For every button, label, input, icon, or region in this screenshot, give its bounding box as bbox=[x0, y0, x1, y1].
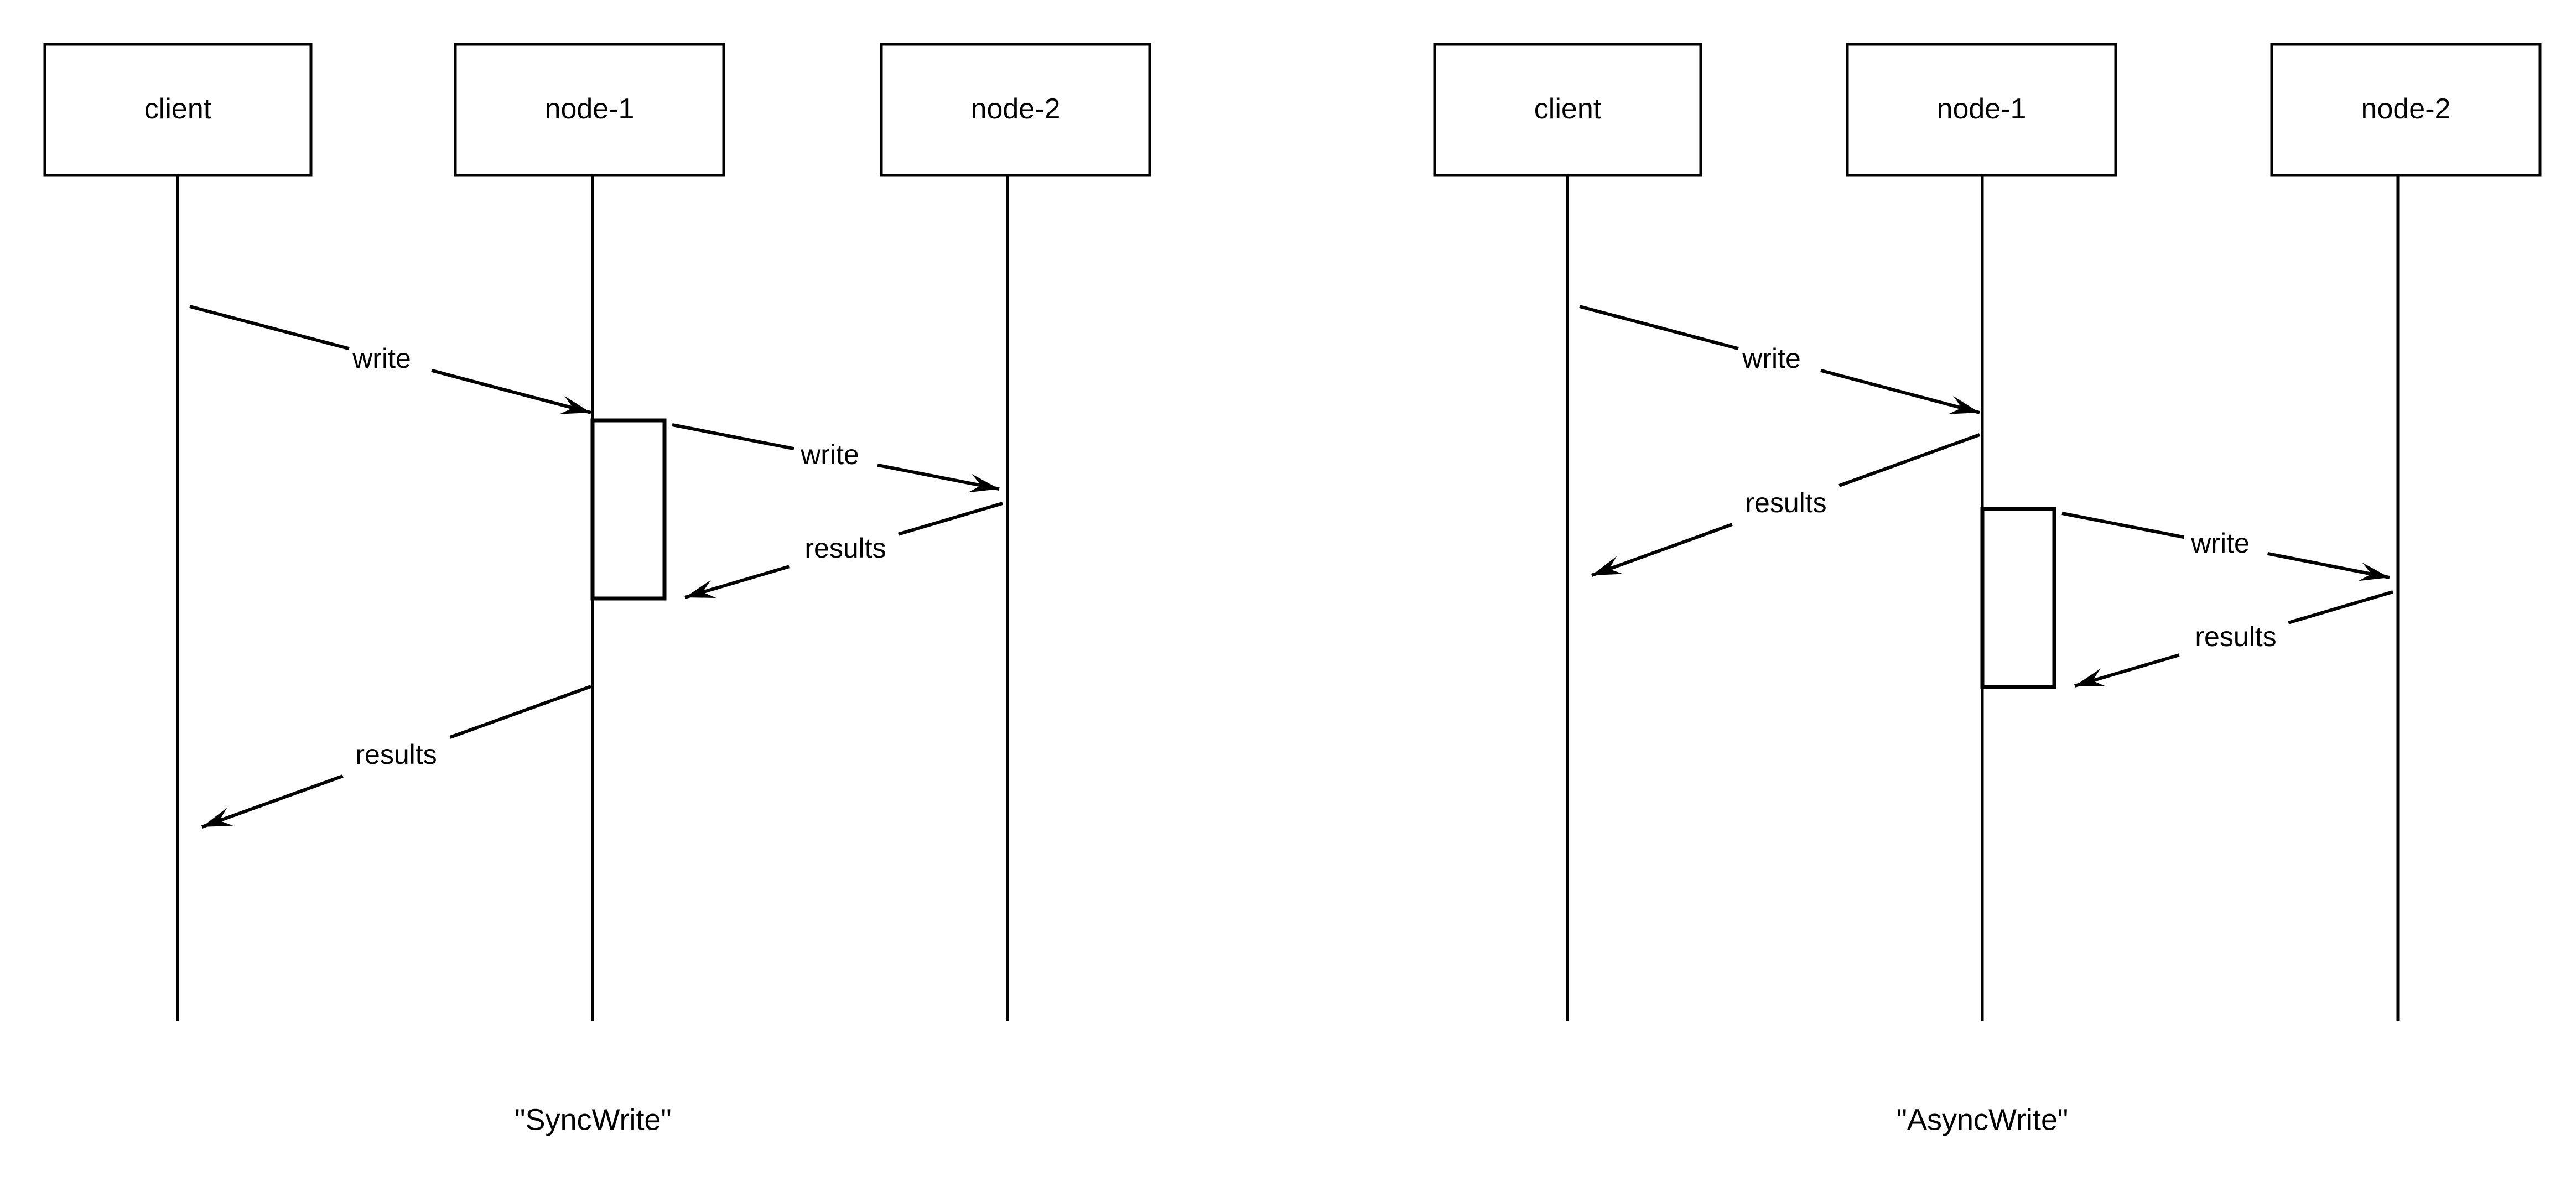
message-label-write-1: write bbox=[800, 439, 859, 470]
message-write-2-async-write[interactable]: write bbox=[2061, 512, 2390, 581]
actor-label-node-2: node-2 bbox=[971, 93, 1061, 125]
message-line-0-b bbox=[431, 368, 591, 414]
message-label-results-2: results bbox=[804, 533, 886, 564]
message-arrowhead-0 bbox=[559, 395, 591, 414]
message-arrowhead-3 bbox=[202, 808, 233, 827]
actor-node-1-sync-write[interactable]: node-1 bbox=[454, 43, 725, 1021]
actor-box-node-1[interactable] bbox=[1846, 43, 2117, 177]
message-line-1-a bbox=[1838, 433, 1981, 487]
message-arrowhead-3 bbox=[2075, 668, 2106, 686]
message-results-3-async-write[interactable]: results bbox=[2074, 590, 2393, 688]
message-label-results-3: results bbox=[355, 739, 437, 770]
actor-box-client[interactable] bbox=[1433, 43, 1702, 177]
message-arrowhead-0 bbox=[1948, 395, 1980, 414]
actor-client-async-write[interactable]: client bbox=[1433, 43, 1702, 1021]
actor-label-node-1: node-1 bbox=[1937, 93, 2027, 125]
message-label-results-3: results bbox=[2195, 621, 2276, 652]
message-label-write-2: write bbox=[2190, 528, 2250, 559]
actor-label-node-2: node-2 bbox=[2361, 93, 2451, 125]
message-line-3-b bbox=[201, 774, 344, 829]
actor-client-sync-write[interactable]: client bbox=[43, 43, 313, 1021]
message-results-3-sync-write[interactable]: results bbox=[201, 685, 592, 829]
message-line-3-a bbox=[2288, 590, 2393, 624]
message-line-1-b bbox=[1591, 523, 1733, 577]
message-arrowhead-2 bbox=[2358, 562, 2390, 581]
message-arrowhead-1 bbox=[968, 473, 999, 493]
message-label-results-1: results bbox=[1745, 487, 1826, 518]
diagram-caption-sync-write: "SyncWrite" bbox=[515, 1103, 671, 1136]
actor-box-client[interactable] bbox=[43, 43, 313, 177]
message-results-2-sync-write[interactable]: results bbox=[684, 502, 1003, 599]
diagram-sync-write: client node-1 node-2 write write results resul… bbox=[43, 43, 1151, 1136]
message-line-0-b bbox=[1820, 368, 1980, 414]
activation-bar-node-1 bbox=[590, 418, 667, 601]
message-label-write-0: write bbox=[352, 343, 411, 374]
message-line-2-a bbox=[2061, 512, 2185, 539]
message-line-1-b bbox=[877, 463, 1000, 491]
message-write-0-sync-write[interactable]: write bbox=[189, 305, 591, 414]
message-results-1-async-write[interactable]: results bbox=[1591, 433, 1981, 577]
message-line-3-a bbox=[449, 685, 592, 739]
actor-label-client: client bbox=[1534, 93, 1602, 125]
diagram-async-write: client node-1 node-2 write results write resul… bbox=[1433, 43, 2542, 1136]
message-arrowhead-1 bbox=[1592, 556, 1623, 575]
actor-node-1-async-write[interactable]: node-1 bbox=[1846, 43, 2117, 1021]
actor-label-client: client bbox=[144, 93, 212, 125]
actor-node-2-async-write[interactable]: node-2 bbox=[2270, 43, 2542, 1021]
actor-box-node-2[interactable] bbox=[880, 43, 1151, 177]
actor-box-node-1[interactable] bbox=[454, 43, 725, 177]
message-line-2-a bbox=[897, 502, 1003, 536]
message-write-1-sync-write[interactable]: write bbox=[672, 423, 1000, 493]
message-arrowhead-2 bbox=[685, 580, 716, 598]
message-line-1-a bbox=[672, 423, 794, 451]
message-line-0-a bbox=[1579, 305, 1739, 351]
message-line-2-b bbox=[2267, 551, 2390, 579]
activation-bar-node-1 bbox=[1980, 507, 2056, 689]
message-write-0-async-write[interactable]: write bbox=[1579, 305, 1980, 414]
actor-label-node-1: node-1 bbox=[545, 93, 635, 125]
actor-box-node-2[interactable] bbox=[2270, 43, 2542, 177]
actor-node-2-sync-write[interactable]: node-2 bbox=[880, 43, 1151, 1021]
diagram-caption-async-write: "AsyncWrite" bbox=[1897, 1103, 2068, 1136]
message-line-0-a bbox=[189, 305, 350, 351]
message-label-write-0: write bbox=[1742, 343, 1801, 374]
